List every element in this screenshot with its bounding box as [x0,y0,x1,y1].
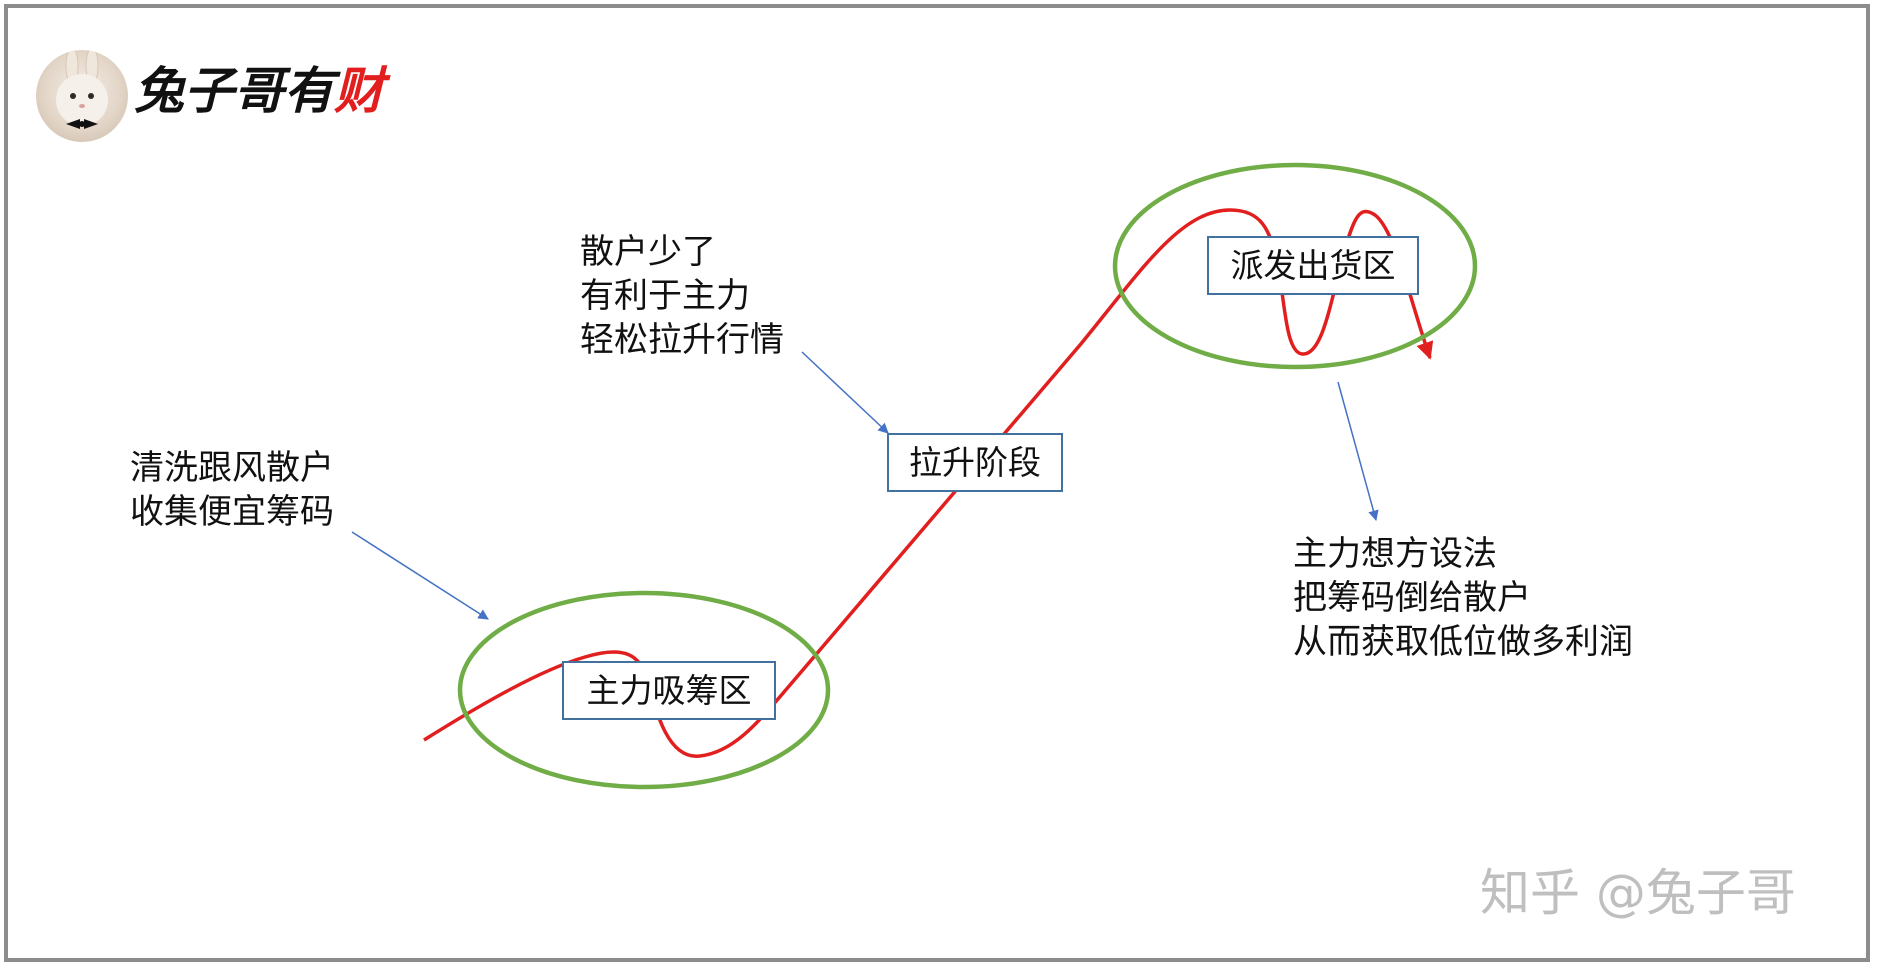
note-line: 清洗跟风散户 [130,448,334,488]
distribution-zone-ellipse [1112,162,1478,370]
note-line: 轻松拉升行情 [580,320,784,360]
note-line: 散户少了 [580,232,716,272]
distribution-zone-box: 派发出货区 [1207,236,1419,295]
note-line: 收集便宜筹码 [130,492,334,532]
note-line: 主力想方设法 [1293,534,1497,574]
brand-name-accent: 财 [334,61,384,120]
brand-name: 兔子哥有财 [134,66,384,116]
dump-note: 主力想方设法 把筹码倒给散户 从而获取低位做多利润 [1293,532,1633,664]
rabbit-avatar [36,50,128,142]
wash-note-arrow [351,531,489,620]
markup-stage-box: 拉升阶段 [887,433,1063,492]
wash-retail-note: 清洗跟风散户 收集便宜筹码 [130,446,334,534]
accumulation-zone-box: 主力吸筹区 [562,661,776,720]
few-retail-note-arrow [801,351,889,434]
brand-name-main: 兔子哥有 [134,61,334,120]
zhihu-watermark: 知乎 @兔子哥 [1480,864,1796,922]
brand-logo: 兔子哥有财 [36,48,386,148]
note-line: 把筹码倒给散户 [1293,578,1531,618]
accumulation-zone-ellipse [457,590,831,790]
dump-note-arrow [1337,381,1379,522]
note-line: 从而获取低位做多利润 [1293,622,1633,662]
price-line [423,208,1434,758]
note-line: 有利于主力 [580,276,750,316]
few-retail-note: 散户少了 有利于主力 轻松拉升行情 [580,230,784,362]
rabbit-icon [56,50,108,129]
